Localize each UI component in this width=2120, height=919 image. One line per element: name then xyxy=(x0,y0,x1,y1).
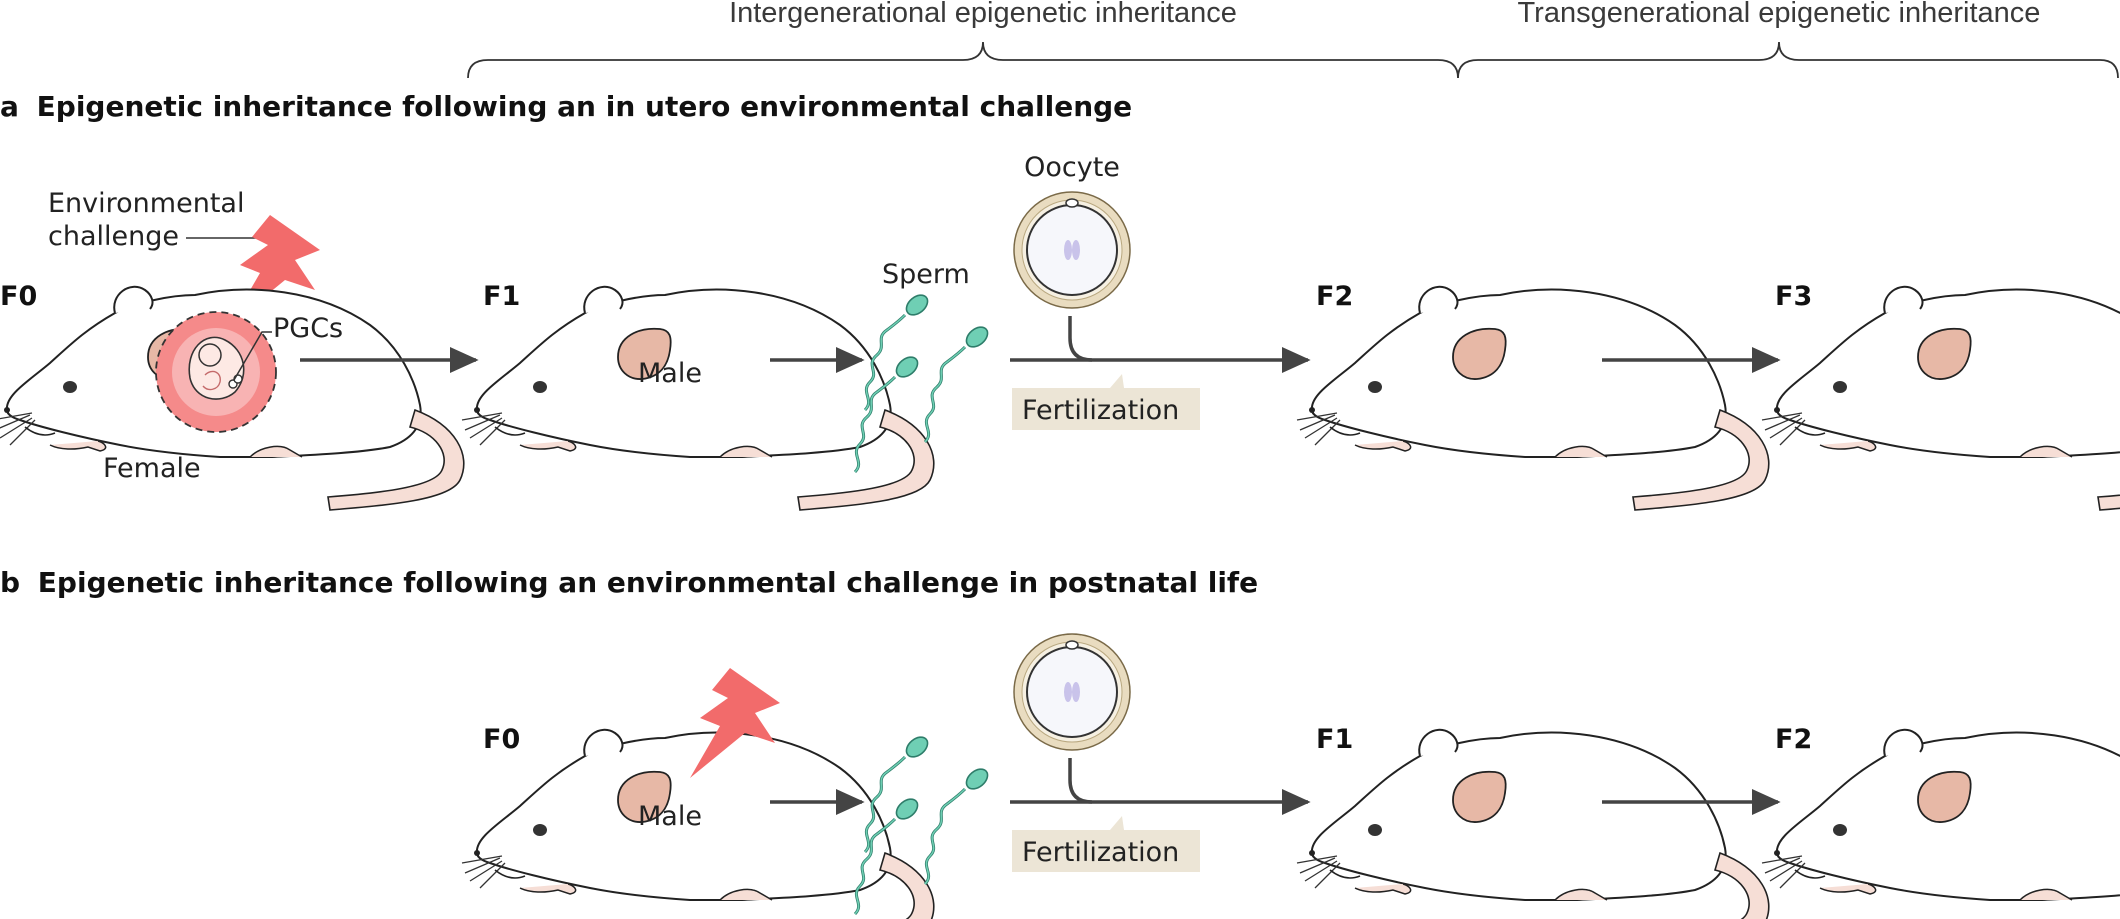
panel-b-title: b Epigenetic inheritance following an en… xyxy=(0,566,1258,599)
environmental-label-line1: Environmental xyxy=(48,188,244,219)
gen-label-b-0: F0 xyxy=(483,724,520,755)
gen-label-b-1: F1 xyxy=(1316,724,1353,755)
fertilization-label-a: Fertilization xyxy=(1022,395,1179,426)
gen-label-b-2: F2 xyxy=(1775,724,1812,755)
panel-b-title-text: Epigenetic inheritance following an envi… xyxy=(38,566,1258,599)
transgenerational-label: Transgenerational epigenetic inheritance xyxy=(1518,0,2041,29)
fertilization-callout-b: Fertilization xyxy=(1012,816,1200,872)
pgcs-leader-line xyxy=(233,331,272,381)
mouse-f2-a xyxy=(1296,285,1770,511)
gen-label-a-2: F2 xyxy=(1316,281,1353,312)
intergenerational-label: Intergenerational epigenetic inheritance xyxy=(729,0,1237,29)
sperm-label: Sperm xyxy=(882,259,970,290)
mouse-f1-male xyxy=(461,285,935,511)
gen-label-a-3: F3 xyxy=(1775,281,1812,312)
male-label-a: Male xyxy=(638,358,702,389)
transgenerational-brace: Transgenerational epigenetic inheritance xyxy=(1457,0,2119,79)
female-label: Female xyxy=(103,453,201,484)
embryo-in-utero xyxy=(155,311,277,433)
intergenerational-brace: Intergenerational epigenetic inheritance xyxy=(467,0,1459,79)
pgcs-label: PGCs xyxy=(273,313,343,344)
fertilization-callout-a: Fertilization xyxy=(1012,374,1200,430)
mouse-f1-b xyxy=(1296,728,1770,919)
fertilization-label-b: Fertilization xyxy=(1022,837,1179,868)
mouse-f3-a xyxy=(1761,285,2120,511)
panel-b: b Epigenetic inheritance following an en… xyxy=(0,566,2120,919)
panel-a-title: a Epigenetic inheritance following an in… xyxy=(0,90,1132,123)
male-label-b: Male xyxy=(638,801,702,832)
mouse-f2-b xyxy=(1761,728,2120,919)
oocyte-icon xyxy=(1013,191,1131,309)
oocyte-connector xyxy=(1068,316,1093,362)
environmental-label-line2: challenge xyxy=(48,221,179,252)
oocyte-connector-b xyxy=(1068,758,1093,804)
panel-a-letter: a xyxy=(0,90,19,123)
oocyte-label: Oocyte xyxy=(1024,152,1120,183)
oocyte-icon-b xyxy=(1013,633,1131,751)
gen-label-a-1: F1 xyxy=(483,281,520,312)
panel-a: a Epigenetic inheritance following an in… xyxy=(0,90,2120,511)
panel-a-title-text: Epigenetic inheritance following an in u… xyxy=(37,90,1133,123)
gen-label-a-0: F0 xyxy=(0,281,37,312)
panel-b-letter: b xyxy=(0,566,20,599)
